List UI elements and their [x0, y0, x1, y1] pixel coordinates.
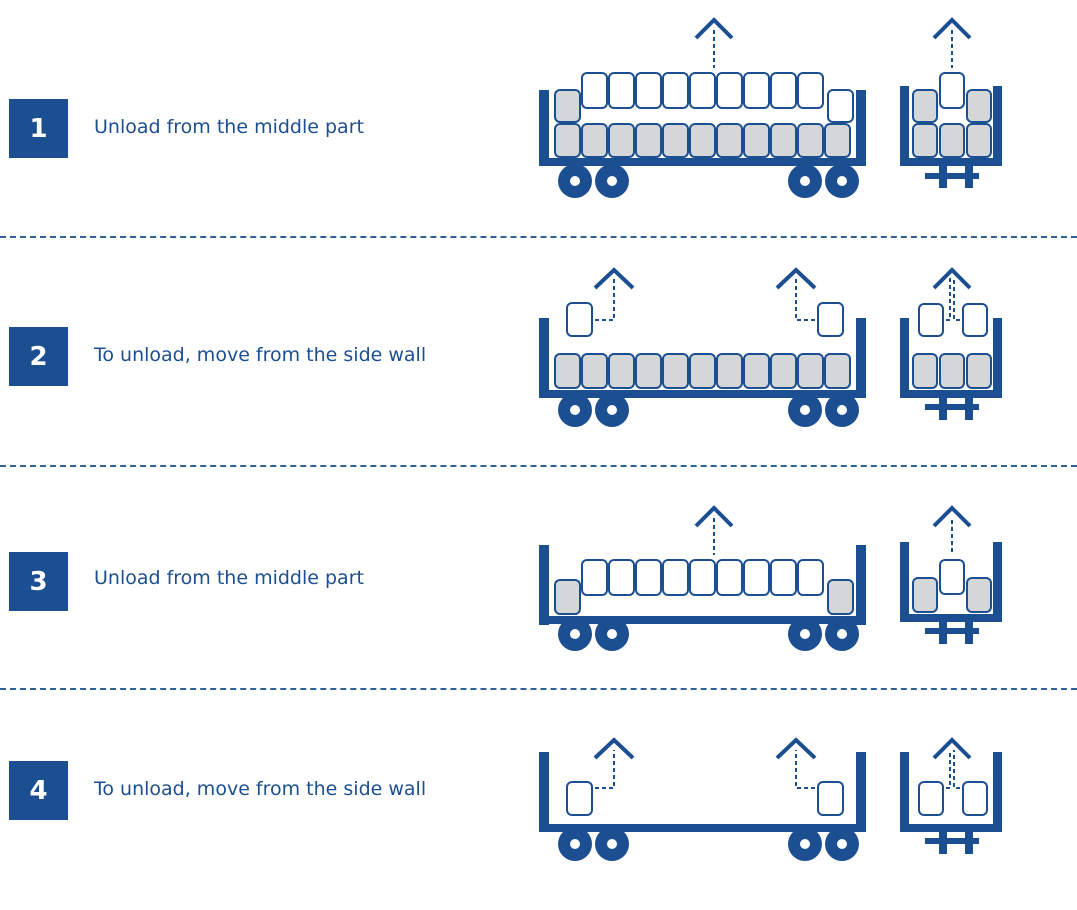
- step-3: 3 Unload from the middle part: [0, 470, 1077, 685]
- side-view-wagon: [539, 737, 866, 861]
- step-number-badge: 4: [9, 761, 68, 820]
- wagon-illustration-step-2: [539, 267, 1002, 427]
- divider: [0, 688, 1077, 690]
- step-number-badge: 3: [9, 552, 68, 611]
- wagon-illustration-step-1: [539, 17, 1002, 198]
- wagon-illustration-step-3: [539, 505, 1002, 651]
- step-number-badge: 1: [9, 99, 68, 158]
- step-1: 1 Unload from the middle part: [0, 0, 1077, 230]
- side-view-wagon: [539, 267, 866, 427]
- wagon-illustration-step-4: [539, 737, 1002, 861]
- end-view-wagon: [900, 737, 1002, 854]
- step-label: Unload from the middle part: [94, 116, 364, 138]
- step-label: To unload, move from the side wall: [94, 344, 427, 366]
- divider: [0, 465, 1077, 467]
- step-label: To unload, move from the side wall: [94, 778, 427, 800]
- step-number-badge: 2: [9, 327, 68, 386]
- divider: [0, 236, 1077, 238]
- step-label: Unload from the middle part: [94, 567, 364, 589]
- step-4: 4 To unload, move from the side wall: [0, 692, 1077, 910]
- side-view-wagon: [539, 17, 866, 198]
- side-view-wagon: [539, 505, 866, 651]
- end-view-wagon: [900, 17, 1002, 188]
- step-2: 2 To unload, move from the side wall: [0, 240, 1077, 460]
- end-view-wagon: [900, 267, 1002, 420]
- end-view-wagon: [900, 505, 1002, 644]
